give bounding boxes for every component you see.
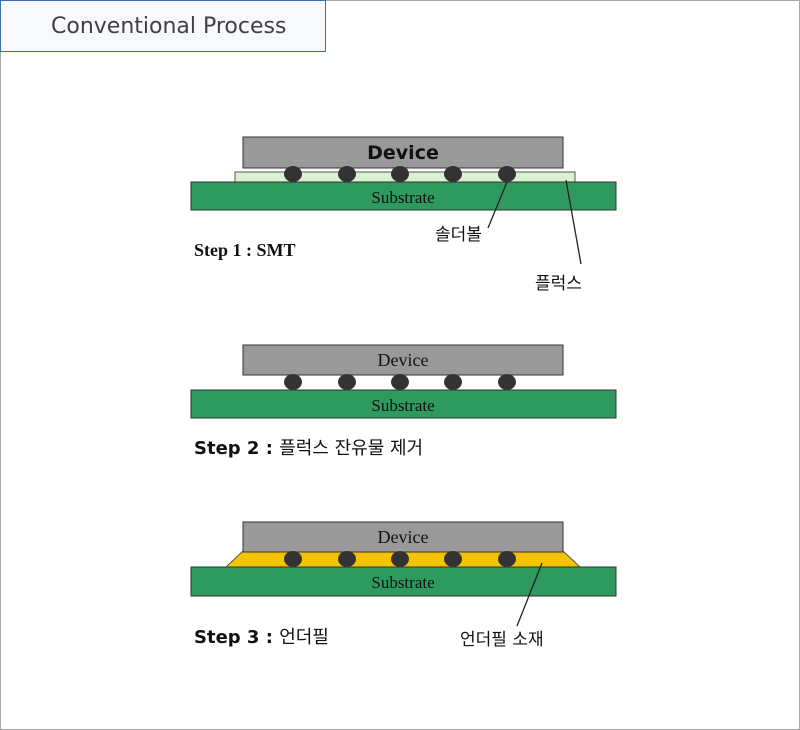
step-3-prefix: Step 3 :	[194, 627, 279, 648]
solder-ball-leader-line	[487, 181, 508, 229]
step-2-device-label: Device	[378, 350, 429, 370]
step-2-label: Step 2 : 플럭스 잔유물 제거	[194, 438, 423, 459]
solder-ball	[391, 551, 409, 567]
solder-ball	[338, 374, 356, 390]
solder-ball	[391, 166, 409, 182]
step-2-substrate	[190, 389, 617, 419]
step-3-text: 언더필	[279, 627, 329, 648]
solder-ball	[284, 551, 302, 567]
solder-ball	[338, 551, 356, 567]
underfill-callout: 언더필 소재	[460, 630, 544, 650]
step-3-substrate-label: Substrate	[371, 573, 434, 592]
step-3-group: Device Substrate 언더필 소재 Step 3 : 언더필	[190, 521, 617, 650]
solder-ball	[498, 166, 516, 182]
step-2-group: Device Substrate Step 2 : 플럭스 잔유물 제거	[190, 344, 617, 459]
solder-ball	[498, 374, 516, 390]
step-3-substrate	[190, 566, 617, 597]
step-1-device-label: Device	[367, 142, 439, 164]
solder-ball	[284, 166, 302, 182]
step-1-device	[242, 136, 564, 169]
step-2-text: 플럭스 잔유물 제거	[279, 438, 423, 459]
solder-ball	[338, 166, 356, 182]
diagram-title: Conventional Process	[51, 14, 287, 39]
step-2-prefix: Step 2 :	[194, 438, 279, 459]
step-2-device	[242, 344, 564, 376]
solder-ball	[444, 166, 462, 182]
step-1-group: Device Substrate Step 1 : SMT 솔더볼 플럭스	[190, 136, 617, 294]
step-1-label: Step 1 : SMT	[194, 240, 296, 260]
solder-ball-callout: 솔더볼	[435, 225, 482, 245]
step-1-substrate-label: Substrate	[371, 188, 434, 207]
flux-leader-line	[565, 179, 582, 265]
solder-ball	[498, 551, 516, 567]
solder-ball	[444, 551, 462, 567]
flux-callout: 플럭스	[535, 274, 582, 294]
solder-ball	[444, 374, 462, 390]
underfill-leader-line	[516, 562, 543, 627]
step-1-substrate	[190, 181, 617, 211]
step-3-label: Step 3 : 언더필	[194, 627, 329, 648]
step-3-device-label: Device	[378, 527, 429, 547]
solder-ball	[284, 374, 302, 390]
solder-ball	[391, 374, 409, 390]
step-2-substrate-label: Substrate	[371, 396, 434, 415]
title-box: Conventional Process	[0, 0, 326, 52]
